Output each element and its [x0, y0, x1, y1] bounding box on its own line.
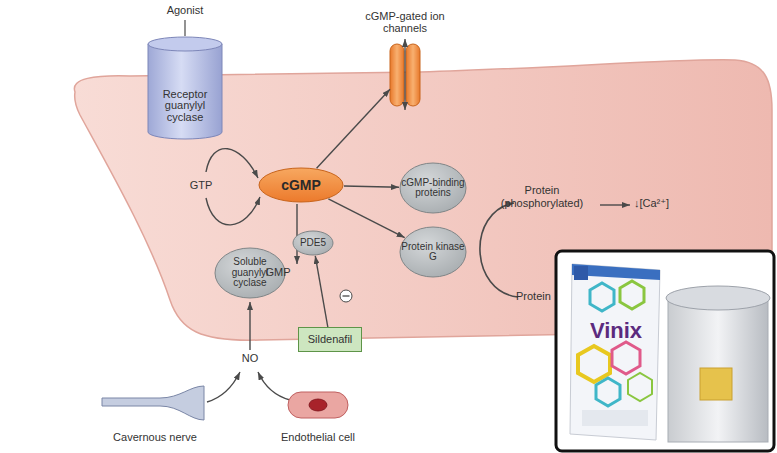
foil-pouch [668, 300, 768, 442]
pde5-ellipse: PDE5 [292, 230, 334, 256]
drug-box: Sildenafil [298, 327, 362, 352]
oral-film [700, 368, 732, 400]
substrate-label: GTP [186, 179, 216, 192]
endothelial-cell-symbol-text: Endothelial cell [268, 430, 368, 446]
connector-arrow [344, 186, 399, 187]
cell-nucleus [309, 399, 327, 411]
hexagon-decor [620, 281, 644, 309]
gtp-arc-upper [206, 149, 258, 178]
nerve-terminal [102, 386, 204, 420]
connector-arrow [317, 89, 390, 168]
kinase-ellipse-outline [400, 227, 466, 277]
inset-frame [556, 251, 774, 451]
ion-channel-text: cGMP-gated ion channels [360, 8, 450, 38]
cylinder-body [148, 44, 222, 139]
inhibition-symbol [340, 290, 352, 302]
hexagon-decor [596, 378, 620, 406]
binding-protein-ellipse-text: cGMP-binding proteins [399, 162, 467, 214]
product-label: GMP [262, 266, 294, 279]
pde5-ellipse-text: PDE5 [292, 230, 334, 256]
connector-arrow [328, 199, 404, 238]
no-arrow [249, 302, 250, 350]
receptor-cylinder-text: Receptor guanylyl cyclase [152, 78, 218, 134]
drug-box-text: Sildenafil [298, 327, 362, 352]
pde5-ellipse-outline [293, 231, 333, 255]
cgmp-ellipse: cGMP [258, 167, 344, 203]
ligand-label: Agonist [160, 4, 210, 17]
hexagon-decor [628, 373, 652, 401]
channel-subunit [390, 44, 404, 106]
phosphorylation-cycle [480, 203, 518, 297]
calcium-arrow [600, 204, 630, 205]
box-top-band [572, 264, 660, 280]
channel-subunit [406, 44, 420, 106]
nerve-symbol-text: Cavernous nerve [100, 430, 210, 446]
drug-box-outline [299, 328, 362, 352]
endothelial-cell-symbol: Endothelial cell [280, 384, 356, 448]
cgmp-ellipse-outline [259, 168, 343, 202]
cylinder-top [148, 37, 222, 51]
ion-channel: cGMP-gated ion channels [360, 8, 450, 110]
gtp-arc-lower [206, 197, 260, 225]
inhibition-minus [343, 295, 350, 296]
ion-flow-arrow [404, 39, 405, 110]
hexagon-decor [612, 342, 640, 374]
messenger-label: NO [236, 352, 264, 365]
calcium-label: ↓[Ca²⁺] [634, 197, 704, 210]
receptor-cylinder: Receptor guanylyl cyclase [146, 36, 224, 140]
smooth-muscle-cell [74, 60, 772, 340]
box-instructions [582, 410, 648, 426]
kinase-ellipse: Protein kinase G [399, 226, 467, 278]
hydrolysis-arrow [296, 204, 297, 264]
binding-protein-ellipse: cGMP-binding proteins [399, 162, 467, 214]
nerve-arrow [207, 372, 240, 402]
phosphoprotein-label: Protein (phosphorylated) [494, 184, 590, 209]
nerve-symbol: Cavernous nerve [100, 384, 210, 448]
kinase-ellipse-text: Protein kinase G [399, 226, 467, 278]
brand-label: Vinix [576, 318, 656, 343]
cgmp-ellipse-text: cGMP [258, 167, 344, 203]
endothelial-arrow [258, 372, 290, 400]
hexagon-decor [590, 283, 614, 311]
agonist-line [184, 20, 185, 36]
connector-arrow [315, 256, 328, 327]
box-badge [574, 266, 588, 280]
endothelial-body [288, 392, 348, 418]
product-box [570, 264, 660, 440]
foil-roll [666, 286, 770, 310]
hexagon-decor [578, 346, 610, 382]
binding-protein-ellipse-outline [400, 163, 466, 213]
